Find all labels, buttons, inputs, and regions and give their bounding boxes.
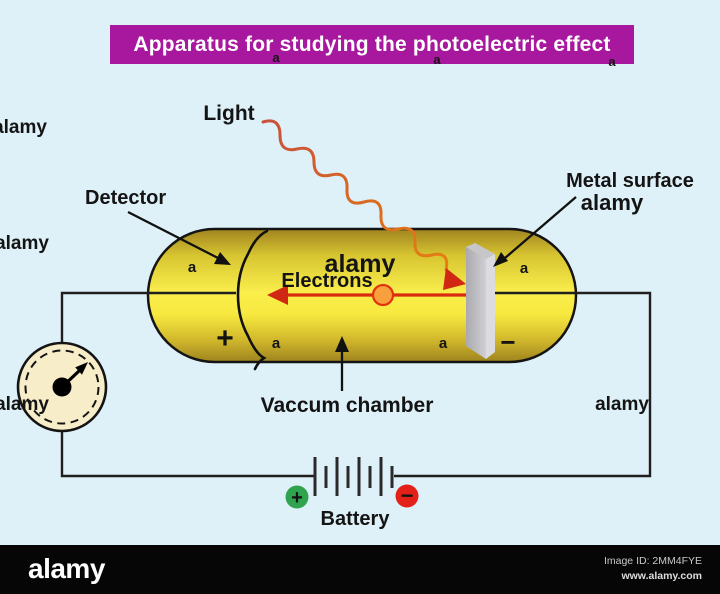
detector-arrow-head: [214, 252, 231, 265]
battery-negative-sign: −: [401, 483, 414, 508]
watermark-alamy-left-3: alamy: [0, 394, 49, 415]
footer-meta: Image ID: 2MM4FYE www.alamy.com: [604, 554, 702, 584]
electrons-label: Electrons: [281, 270, 372, 292]
watermark-a-title-1: a: [272, 50, 280, 65]
electron-ball: [371, 283, 395, 307]
page-title: Apparatus for studying the photoelectric…: [133, 33, 611, 56]
detector-polarity-sign: +: [216, 322, 234, 355]
metal-surface-label: Metal surface: [566, 170, 694, 192]
wire-left: [60, 291, 236, 343]
watermark-a-title-3: a: [608, 54, 616, 69]
watermark-alamy-center: alamy: [325, 250, 396, 278]
battery-symbol: [313, 457, 394, 496]
gauge-hub: [52, 377, 72, 397]
electron-arrow-head: [267, 285, 288, 305]
watermark-a-1: a: [188, 259, 197, 276]
battery-negative-terminal: [395, 484, 419, 508]
watermark-alamy-right-bottom: alamy: [595, 394, 649, 415]
detector-electrode: [236, 229, 269, 371]
watermark-a-4: a: [520, 260, 529, 277]
metal-polarity-sign: −: [500, 327, 515, 357]
metal-surface-arrow-line: [504, 196, 577, 259]
light-ray-arrowhead: [443, 268, 466, 290]
alamy-logo: alamy: [28, 553, 105, 584]
watermark-alamy-left-1: alamy: [0, 117, 47, 138]
detector-arrow-line: [127, 210, 219, 260]
light-label: Light: [203, 102, 254, 125]
metal-surface-arrow-head: [493, 252, 508, 267]
battery-positive-terminal: [285, 485, 309, 509]
vacuum-chamber-label: Vaccum chamber: [261, 394, 434, 417]
wire-right: [394, 291, 652, 478]
wire-bottom-left: [60, 431, 315, 478]
battery-label: Battery: [321, 508, 391, 530]
gauge-dashed-circle: [24, 349, 100, 425]
vacuum-chamber-arrow-head: [335, 336, 349, 352]
watermark-a-2: a: [272, 335, 281, 352]
light-ray-wave: [261, 119, 449, 272]
website-url: www.alamy.com: [621, 570, 702, 582]
footer-bar: alamy Image ID: 2MM4FYE www.alamy.com: [0, 545, 720, 594]
detector-label: Detector: [85, 187, 166, 209]
watermark-alamy-right-top: alamy: [581, 190, 644, 215]
watermark-alamy-left-2: alamy: [0, 233, 49, 254]
detector-gauge: [16, 341, 108, 433]
battery-positive-sign: +: [291, 487, 303, 509]
metal-plate-side: [486, 254, 495, 359]
gauge-needle-head: [75, 362, 88, 375]
image-id: Image ID: 2MM4FYE: [603, 555, 702, 567]
watermark-a-3: a: [439, 335, 448, 352]
watermark-a-title-2: a: [433, 52, 441, 67]
title-banner: Apparatus for studying the photoelectric…: [110, 25, 634, 64]
metal-plate-top: [466, 243, 495, 259]
diagram-canvas: + − alamy alamy alamy alamy alamy alamy …: [0, 50, 694, 530]
metal-plate-front: [466, 247, 486, 359]
